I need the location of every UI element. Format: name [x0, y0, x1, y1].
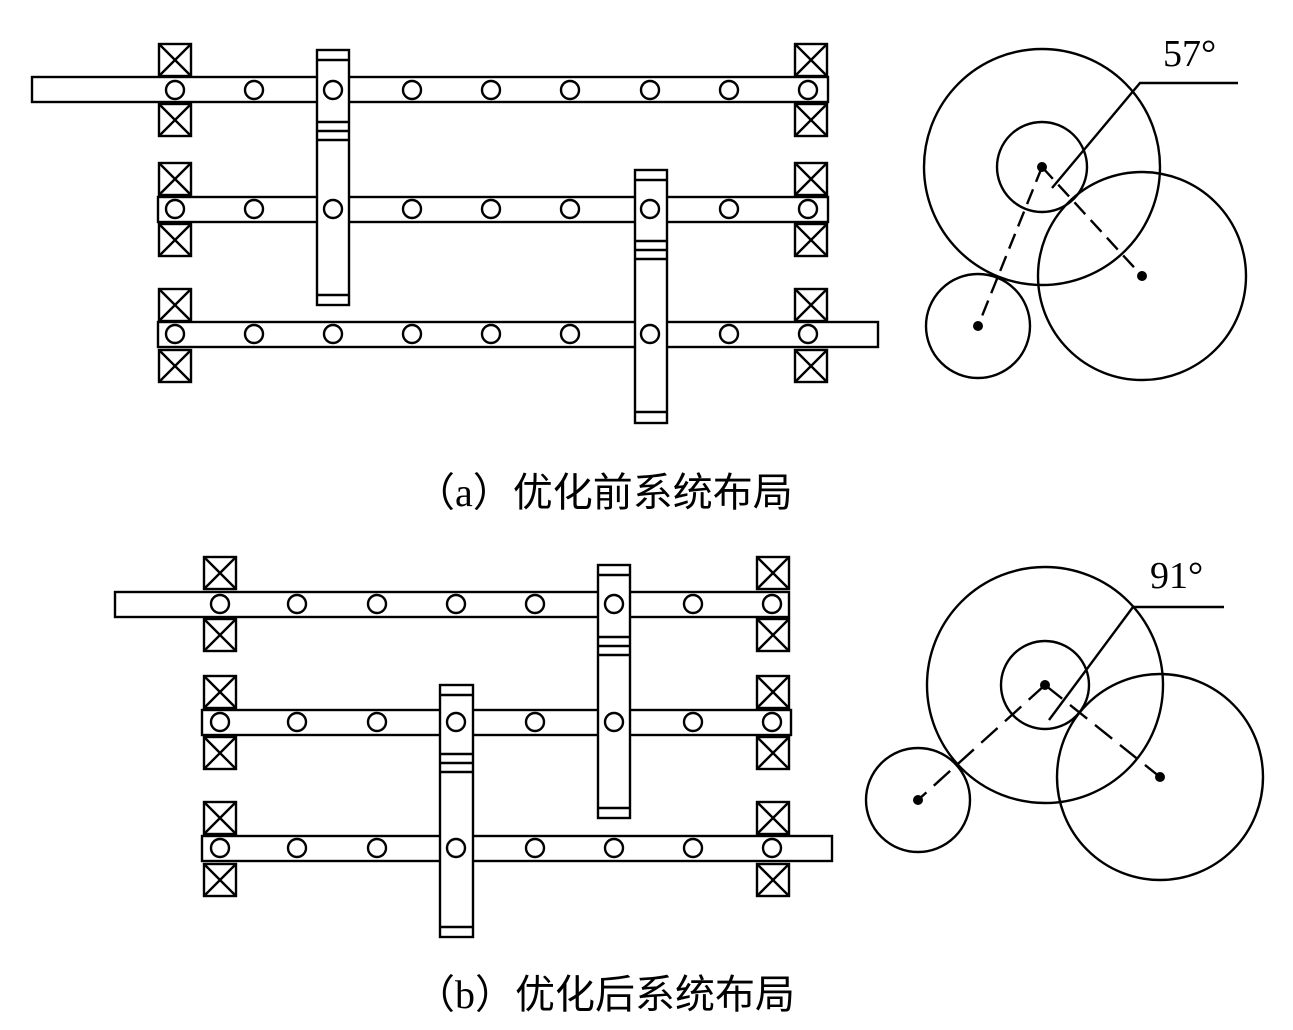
- gear-circle-a-left: [924, 272, 1032, 380]
- gear-circle-b-large: [925, 565, 1165, 805]
- panel-a-gear-mesh: 57°: [922, 33, 1248, 382]
- center-point-b-main: [1040, 680, 1050, 690]
- bearing-a-3-top-right: [793, 287, 829, 323]
- angle-leader-b: [1048, 605, 1224, 721]
- caption-b: （b）优化后系统布局: [415, 972, 795, 1017]
- gear-a-lower: [633, 168, 669, 425]
- bearing-b-1-bottom-left: [202, 617, 238, 653]
- angle-leader-a: [1051, 81, 1238, 189]
- gear-circle-b-pinion: [999, 639, 1091, 731]
- angle-label-b: 91°: [1150, 555, 1203, 597]
- shaft-b-middle: [200, 708, 793, 737]
- panel-b-layout: [113, 555, 834, 939]
- gear-a-upper: [315, 48, 351, 307]
- bearing-b-1-bottom-right: [755, 617, 791, 653]
- bearing-a-2-top-right: [793, 161, 829, 197]
- shaft-b-output-holes: [209, 837, 783, 859]
- gear-circle-a-right: [1036, 170, 1248, 382]
- gear-circle-a-large: [922, 47, 1162, 287]
- center-point-a-main: [1037, 162, 1047, 172]
- panel-b: 91° （b）优化后系统布局: [113, 555, 1265, 1017]
- bearing-b-3-top-left: [202, 800, 238, 836]
- shaft-a-middle-holes: [164, 198, 819, 220]
- gear-circle-b-right: [1055, 672, 1265, 882]
- center-line-b-right: [1044, 684, 1161, 778]
- gear-circle-b-left: [864, 746, 972, 854]
- bearing-b-3-bottom-right: [755, 862, 791, 898]
- caption-a: （a）优化前系统布局: [415, 470, 793, 515]
- bearing-a-1-top-left: [157, 42, 193, 78]
- shaft-a-output-holes: [164, 323, 819, 345]
- bearing-b-1-top-left: [202, 555, 238, 591]
- center-line-b-left: [917, 684, 1046, 801]
- shaft-a-input: [30, 75, 830, 104]
- shaft-b-input-holes: [209, 593, 783, 615]
- bearing-a-3-bottom-right: [793, 348, 829, 384]
- bearing-a-1-bottom-left: [157, 102, 193, 138]
- bearing-a-2-top-left: [157, 161, 193, 197]
- bearing-b-3-bottom-left: [202, 862, 238, 898]
- shaft-b-output: [200, 834, 834, 863]
- shaft-a-middle: [156, 195, 830, 224]
- center-line-a-right: [1041, 166, 1143, 277]
- angle-label-a: 57°: [1163, 33, 1216, 75]
- bearing-b-1-top-right: [755, 555, 791, 591]
- gear-b-upper: [596, 563, 632, 820]
- bearing-a-3-bottom-left: [157, 348, 193, 384]
- panel-b-gear-mesh: 91°: [864, 555, 1265, 882]
- panel-a: 57° （a）优化前系统布局: [30, 33, 1248, 515]
- gear-circle-a-pinion: [995, 120, 1089, 214]
- bearing-a-3-top-left: [157, 287, 193, 323]
- bearing-a-2-bottom-right: [793, 222, 829, 258]
- bearing-b-2-top-right: [755, 674, 791, 710]
- bearing-b-2-top-left: [202, 674, 238, 710]
- bearing-a-1-top-right: [793, 42, 829, 78]
- center-point-b-right: [1155, 772, 1165, 782]
- shaft-b-middle-holes: [209, 711, 783, 733]
- bearing-b-2-bottom-left: [202, 735, 238, 771]
- gear-b-lower: [438, 683, 475, 939]
- center-point-a-right: [1137, 271, 1147, 281]
- bearing-a-2-bottom-left: [157, 222, 193, 258]
- bearing-b-2-bottom-right: [755, 735, 791, 771]
- panel-a-layout: [30, 42, 880, 425]
- shaft-b-input: [113, 590, 791, 619]
- shaft-a-input-holes: [164, 79, 819, 101]
- center-point-a-left: [973, 321, 983, 331]
- shaft-a-output: [156, 320, 880, 349]
- center-point-b-left: [913, 795, 923, 805]
- bearing-b-3-top-right: [755, 800, 791, 836]
- center-line-a-left: [976, 166, 1044, 327]
- bearing-a-1-bottom-right: [793, 102, 829, 138]
